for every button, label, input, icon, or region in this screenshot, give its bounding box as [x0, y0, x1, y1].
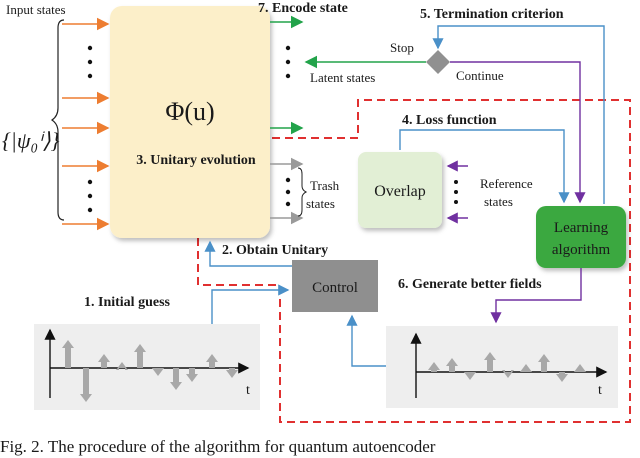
trash-label-line2: states — [306, 196, 335, 211]
overlap-label: Overlap — [374, 183, 426, 200]
learning-label-line1: Learning — [554, 220, 609, 236]
pulse-arrow-7 — [186, 368, 198, 382]
overlap-box — [358, 152, 442, 228]
learning-label-line2: algorithm — [552, 242, 611, 258]
obtain-unitary-arrow — [204, 240, 292, 267]
generate-fields-arrow — [490, 268, 582, 324]
control-box — [292, 260, 378, 312]
input-arrows — [62, 17, 110, 231]
initial-guess-plot — [34, 324, 260, 410]
unitary-box — [110, 6, 270, 238]
pulse-arrow-2 — [464, 372, 476, 380]
latent-arrows — [270, 15, 304, 135]
loss-function-label: 4. Loss function — [402, 113, 497, 128]
generate-fields-label: 6. Generate better fields — [398, 277, 542, 292]
reference-arrows — [446, 160, 468, 224]
trash-arrows — [270, 157, 304, 225]
initial-guess-arrow — [211, 284, 290, 326]
reference-label-line2: states — [484, 194, 513, 209]
pulse-arrow-0 — [62, 340, 74, 368]
pulse-arrow-3 — [484, 352, 496, 372]
trash-brace — [297, 167, 308, 217]
improved-fields-plot — [386, 326, 618, 408]
continue-line — [450, 61, 586, 204]
pulse-arrow-6 — [170, 368, 182, 390]
fields-to-control-line — [346, 314, 386, 367]
latent-states-label: Latent states — [310, 70, 375, 85]
stop-label: Stop — [390, 40, 414, 55]
pulse-arrow-3 — [116, 362, 128, 370]
pulse-arrow-8 — [206, 354, 218, 368]
control-label: Control — [312, 280, 358, 296]
pulse-arrow-1 — [80, 368, 92, 402]
input-states-label: Input states — [6, 2, 66, 17]
input-dots — [87, 45, 93, 213]
pulse-arrow-2 — [98, 354, 110, 368]
trash-label-line1: Trash — [310, 178, 340, 193]
termination-criterion-label: 5. Termination criterion — [420, 7, 564, 22]
latent-dots — [285, 45, 291, 79]
reference-dots — [454, 180, 458, 204]
pulse-arrow-9 — [226, 368, 238, 378]
pulse-arrow-4 — [134, 344, 146, 368]
trash-dots — [285, 177, 291, 207]
loss-function-arrow — [399, 129, 570, 204]
pulse-arrow-0 — [428, 362, 440, 372]
pulse-arrow-5 — [152, 368, 164, 376]
termination-diamond — [426, 50, 450, 74]
input-brace — [50, 19, 65, 221]
reference-label-line1: Reference — [480, 176, 533, 191]
obtain-unitary-label: 2. Obtain Unitary — [222, 243, 328, 258]
left-plot-pulses — [62, 340, 238, 402]
pulse-arrow-6 — [538, 354, 550, 372]
right-plot-pulses — [428, 352, 586, 382]
unitary-symbol: Φ(u) — [165, 97, 214, 126]
pulse-arrow-1 — [446, 358, 458, 372]
unitary-evolution-label: 3. Unitary evolution — [136, 153, 256, 168]
right-plot-t-label: t — [598, 383, 602, 398]
figure-caption: Fig. 2. The procedure of the algorithm f… — [0, 437, 436, 456]
learning-algorithm-box — [536, 206, 626, 268]
initial-guess-label: 1. Initial guess — [84, 295, 171, 310]
pulse-arrow-7 — [556, 372, 568, 382]
pulse-arrow-5 — [520, 364, 532, 372]
pulse-arrow-8 — [574, 364, 586, 372]
psi-set-label: {|ψ₀ⁱ⟩} — [2, 128, 60, 153]
encode-state-label: 7. Encode state — [258, 1, 348, 16]
learning-to-termination-line — [432, 25, 605, 204]
left-plot-t-label: t — [246, 383, 250, 398]
pulse-arrow-4 — [502, 370, 514, 378]
continue-label: Continue — [456, 68, 504, 83]
